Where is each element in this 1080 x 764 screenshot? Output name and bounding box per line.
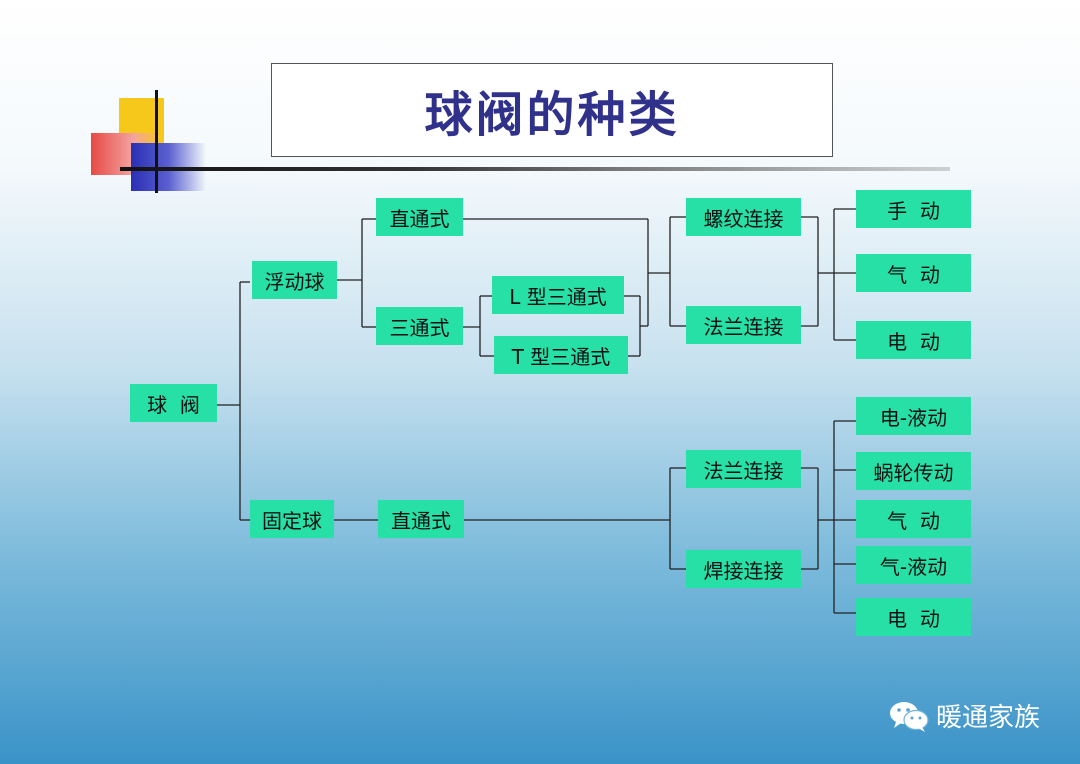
node-thread-connection: 螺纹连接: [686, 198, 801, 236]
node-t-type-three-way: T 型三通式: [494, 336, 628, 374]
node-l-type-three-way: L 型三通式: [492, 276, 624, 314]
watermark-text: 暖通家族: [936, 703, 1041, 733]
watermark: 暖通家族: [888, 697, 1040, 734]
node-pneumatic-bottom: 气 动: [856, 500, 971, 538]
node-weld-connection: 焊接连接: [686, 550, 801, 588]
node-ball-valve: 球 阀: [130, 384, 217, 422]
node-manual: 手 动: [856, 190, 971, 228]
node-fixed-ball: 固定球: [250, 500, 334, 538]
wechat-icon: [890, 701, 929, 732]
node-electric-bottom: 电 动: [856, 598, 971, 636]
node-floating-ball: 浮动球: [252, 261, 337, 299]
node-pneumo-hydraulic: 气-液动: [856, 546, 971, 584]
node-flange-connection-bottom: 法兰连接: [686, 450, 801, 488]
title-underline: [120, 167, 950, 171]
node-worm-gear: 蜗轮传动: [856, 452, 971, 490]
node-fixed-straight: 直通式: [378, 500, 464, 538]
node-flange-connection-top: 法兰连接: [686, 306, 801, 344]
node-electro-hydraulic: 电-液动: [856, 397, 971, 435]
node-floating-straight: 直通式: [376, 198, 463, 236]
node-pneumatic-top: 气 动: [856, 254, 971, 292]
node-electric-top: 电 动: [856, 321, 971, 359]
page-title: 球阀的种类: [271, 63, 833, 157]
decor-vertical-line: [155, 90, 158, 193]
node-floating-three-way: 三通式: [376, 307, 463, 345]
